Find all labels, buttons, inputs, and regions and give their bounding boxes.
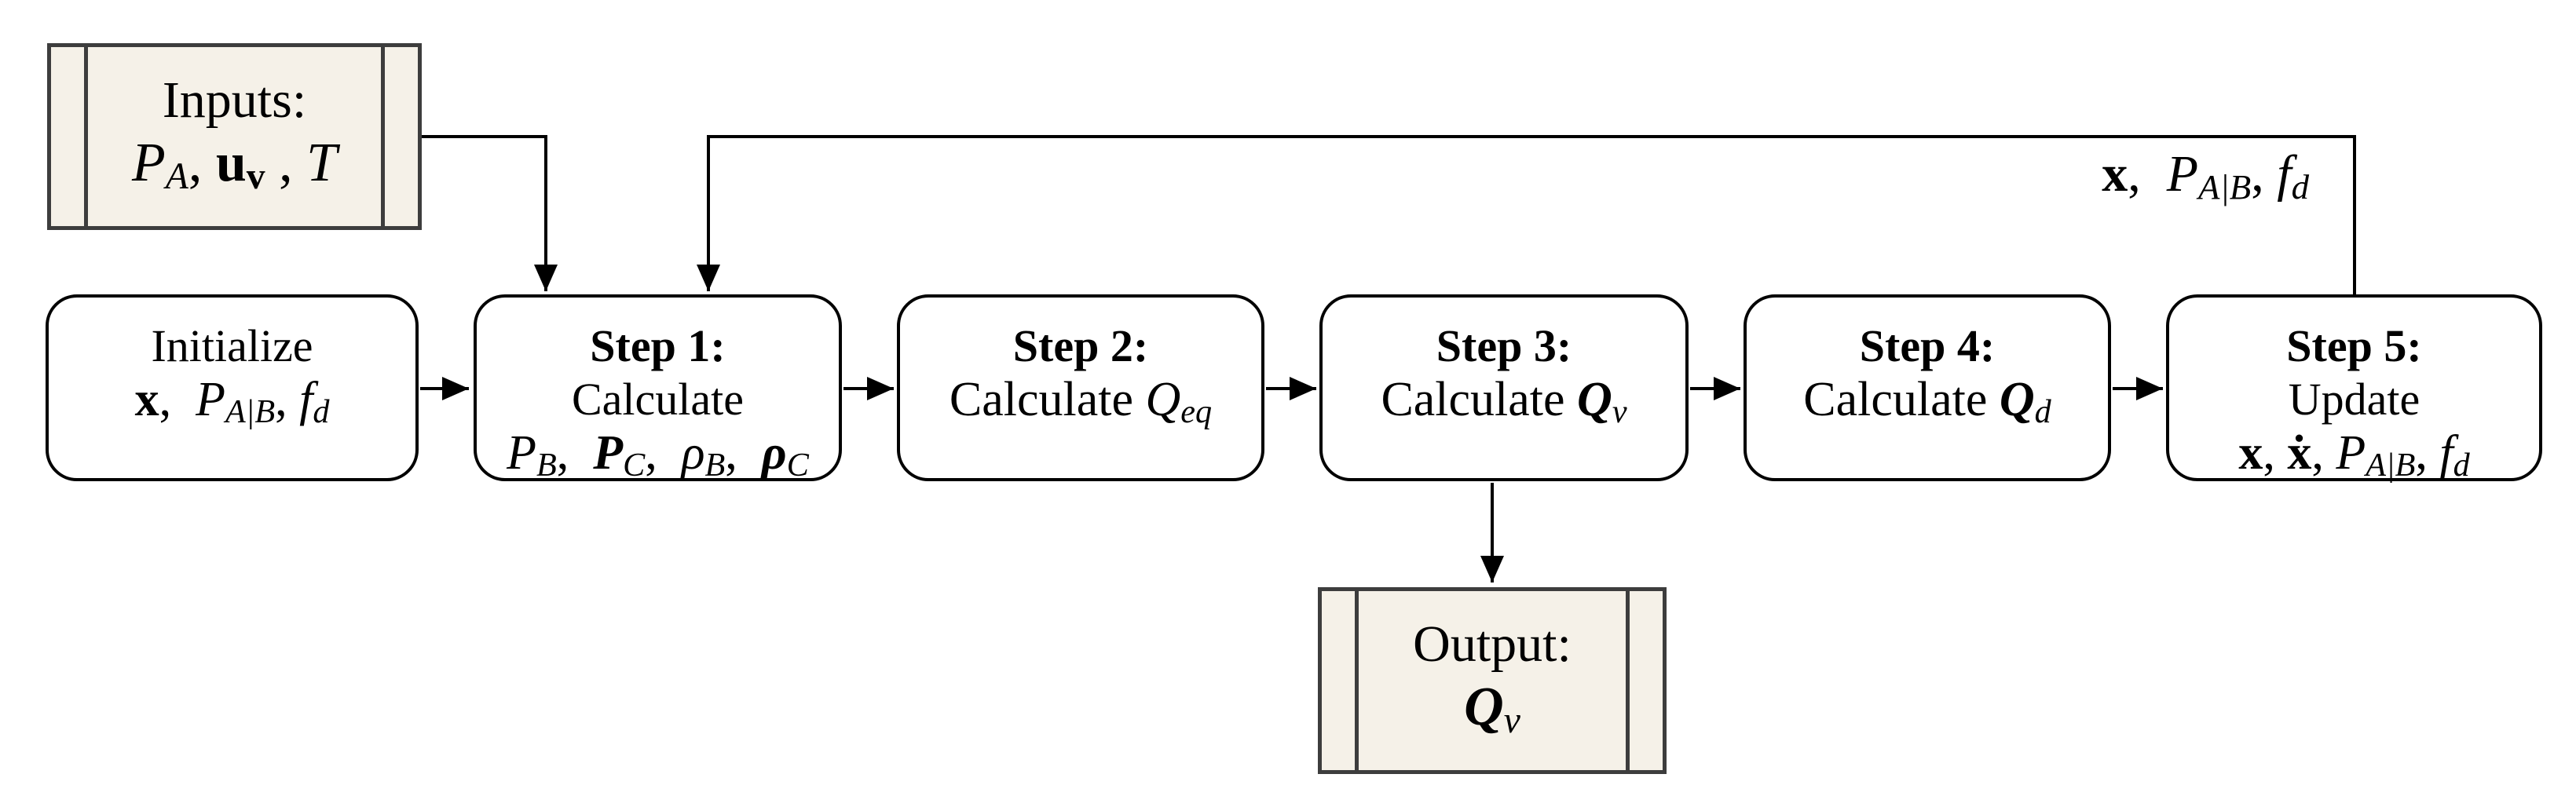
edge-inputs-to-step1 [422, 135, 558, 291]
initialize-node: Initialize x, PA|B, fd [46, 294, 419, 481]
output-node: Output: Qv [1318, 587, 1667, 774]
step3-node: Step 3: Calculate Qv [1319, 294, 1689, 481]
step2-title: Step 2: [1012, 320, 1149, 371]
step4-node: Step 4: Calculate Qd [1744, 294, 2111, 481]
output-title: Output: [1413, 615, 1572, 673]
initialize-title: Initialize [151, 320, 313, 371]
step1-title: Step 1: [590, 320, 726, 371]
step1-node: Step 1: Calculate PB, PC, ρB, ρC [474, 294, 842, 484]
step2-action: Calculate Qeq [949, 373, 1213, 431]
inputs-formula: PA, uv , T [131, 133, 337, 198]
step3-title: Step 3: [1436, 320, 1572, 371]
io-side-bar-right [381, 47, 385, 226]
io-side-bar-right [1626, 591, 1630, 770]
step5-action: Update [2288, 374, 2420, 425]
inputs-node: Inputs: PA, uv , T [47, 43, 422, 230]
step5-title: Step 5: [2286, 320, 2422, 371]
step4-title: Step 4: [1859, 320, 1996, 371]
step1-action: Calculate [571, 374, 744, 425]
inputs-title: Inputs: [162, 71, 307, 129]
step4-action: Calculate Qd [1803, 373, 2051, 431]
step1-formula: PB, PC, ρB, ρC [507, 426, 809, 484]
step2-node: Step 2: Calculate Qeq [897, 294, 1264, 481]
step3-action: Calculate Qv [1381, 373, 1627, 431]
step5-formula: x, ẋ, PA|B, fd [2238, 426, 2470, 484]
io-side-bar-left [84, 47, 88, 226]
io-side-bar-left [1355, 591, 1359, 770]
output-formula: Qv [1464, 677, 1520, 742]
initialize-formula: x, PA|B, fd [134, 373, 330, 431]
step5-node: Step 5: Update x, ẋ, PA|B, fd [2166, 294, 2542, 484]
feedback-edge-label: x, PA|B, fd [2102, 145, 2309, 206]
